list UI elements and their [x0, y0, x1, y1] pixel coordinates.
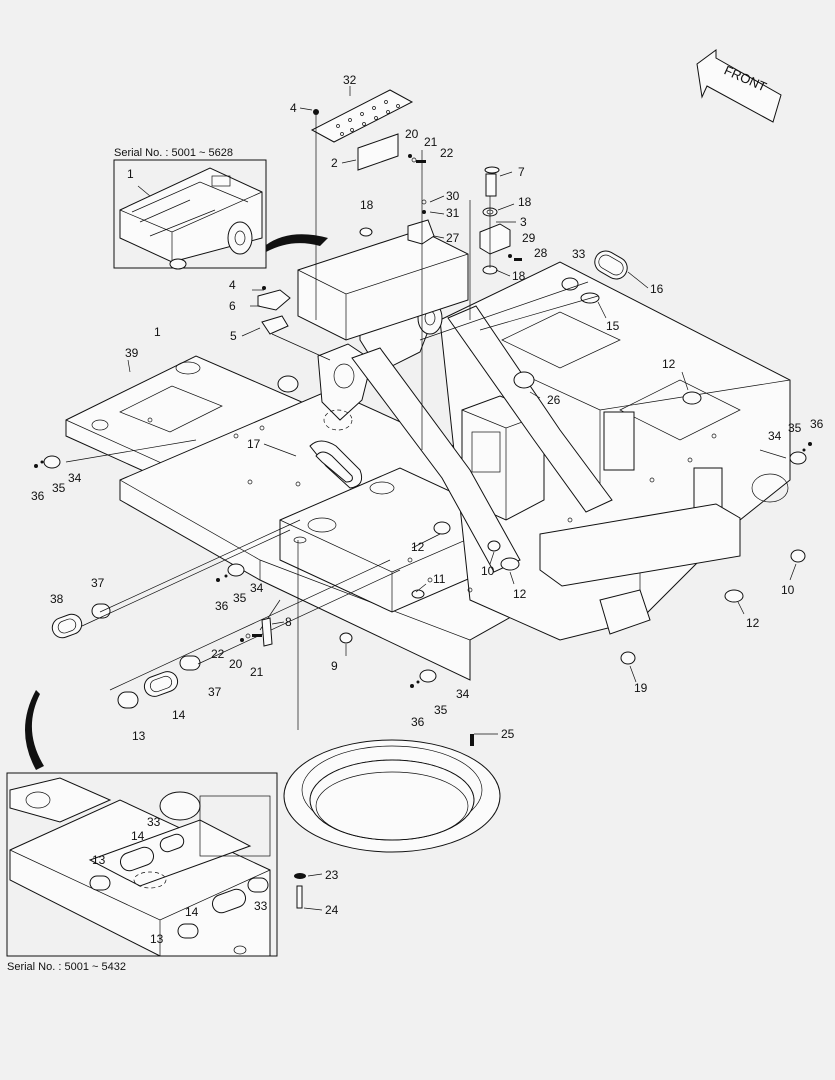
inset-bottom-pointer-arrow [25, 690, 44, 770]
callout-17: 17 [247, 437, 261, 451]
hardware-20-21-22 [408, 154, 426, 163]
callout-29: 29 [522, 231, 536, 245]
callout-35: 35 [434, 703, 448, 717]
callout-36: 36 [31, 489, 45, 503]
inset-bottom-part-33b: 33 [254, 899, 268, 913]
callout-21: 21 [424, 135, 438, 149]
seal-6-5 [257, 286, 291, 335]
callout-31: 31 [446, 206, 460, 220]
bushing-18b [359, 227, 373, 237]
bracket-27 [407, 219, 435, 245]
inset-bottom-part-33a: 33 [147, 815, 161, 829]
washers-34 [34, 442, 812, 688]
bolt-24 [296, 885, 303, 909]
inset-bottom-part-13b: 13 [150, 932, 164, 946]
cover-plate-32 [310, 89, 414, 143]
callout-8: 8 [285, 615, 292, 629]
callout-6: 6 [229, 299, 236, 313]
bolt-25 [470, 734, 474, 746]
callout-33: 33 [572, 247, 586, 261]
callout-32: 32 [343, 73, 357, 87]
callout-22: 22 [440, 146, 454, 160]
callout-37: 37 [208, 685, 222, 699]
callout-30: 30 [446, 189, 460, 203]
callout-12: 12 [662, 357, 676, 371]
callout-leaders [127, 86, 797, 911]
callout-36: 36 [810, 417, 824, 431]
callout-13: 13 [132, 729, 146, 743]
inset-top: 1 Serial No. : 5001 ~ 5628 [113, 147, 267, 270]
callout-10: 10 [481, 564, 495, 578]
hardware-22-20-21b [240, 633, 262, 642]
leader-lines [65, 150, 787, 730]
callout-35: 35 [52, 481, 66, 495]
callout-21: 21 [250, 665, 264, 679]
callout-39: 39 [125, 346, 139, 360]
callout-12: 12 [411, 540, 425, 554]
callout-38: 38 [50, 592, 64, 606]
callout-4: 4 [229, 278, 236, 292]
callout-34: 34 [68, 471, 82, 485]
grommets-12 [339, 391, 806, 665]
callout-20: 20 [405, 127, 419, 141]
gaskets-left [51, 603, 201, 709]
callout-25: 25 [501, 727, 515, 741]
swing-bearing [283, 739, 501, 853]
main-frame [65, 229, 791, 681]
callout-27: 27 [446, 231, 460, 245]
callout-10: 10 [781, 583, 795, 597]
inset-bottom-part-14b: 14 [185, 905, 199, 919]
callout-22: 22 [211, 647, 225, 661]
inset-bottom-part-14a: 14 [131, 829, 145, 843]
callout-5: 5 [230, 329, 237, 343]
callout-36: 36 [215, 599, 229, 613]
bracket-8 [261, 617, 273, 647]
callout-18: 18 [512, 269, 526, 283]
callout-34: 34 [250, 581, 264, 595]
callout-15: 15 [606, 319, 620, 333]
callout-36: 36 [411, 715, 425, 729]
callout-18: 18 [360, 198, 374, 212]
callout-14: 14 [172, 708, 186, 722]
inset-top-pointer-arrow [266, 234, 328, 252]
callout-7: 7 [518, 165, 525, 179]
pin-assembly-7-3 [479, 166, 522, 275]
callout-34: 34 [768, 429, 782, 443]
callout-23: 23 [325, 868, 339, 882]
washer-23 [294, 873, 306, 879]
callout-18: 18 [518, 195, 532, 209]
plate-2 [357, 133, 399, 171]
inset-bottom-serial: Serial No. : 5001 ~ 5432 [7, 961, 126, 973]
front-direction-arrow: FRONT [696, 49, 782, 123]
callout-1: 1 [154, 325, 161, 339]
callout-24: 24 [325, 903, 339, 917]
gasket-17 [309, 409, 363, 489]
inset-bottom-part-13a: 13 [92, 853, 106, 867]
inset-bottom: 33 14 13 14 33 13 Serial No. : 5001 ~ 54… [6, 772, 278, 973]
callout-labels: 32 4 20 21 22 2 7 18 30 31 18 27 3 29 28… [31, 73, 824, 917]
inset-top-part-1: 1 [127, 167, 134, 181]
callout-9: 9 [331, 659, 338, 673]
callout-35: 35 [233, 591, 247, 605]
callout-11: 11 [433, 572, 446, 586]
callout-16: 16 [650, 282, 664, 296]
callout-34: 34 [456, 687, 470, 701]
callout-26: 26 [547, 393, 561, 407]
inset-top-serial: Serial No. : 5001 ~ 5628 [114, 147, 233, 159]
callout-35: 35 [788, 421, 802, 435]
callout-12: 12 [513, 587, 527, 601]
callout-3: 3 [520, 215, 527, 229]
bolt-4a [313, 109, 319, 115]
callout-37: 37 [91, 576, 105, 590]
callout-19: 19 [634, 681, 648, 695]
callout-12: 12 [746, 616, 760, 630]
callout-2: 2 [331, 156, 338, 170]
callout-20: 20 [229, 657, 243, 671]
callout-28: 28 [534, 246, 548, 260]
callout-4: 4 [290, 101, 297, 115]
